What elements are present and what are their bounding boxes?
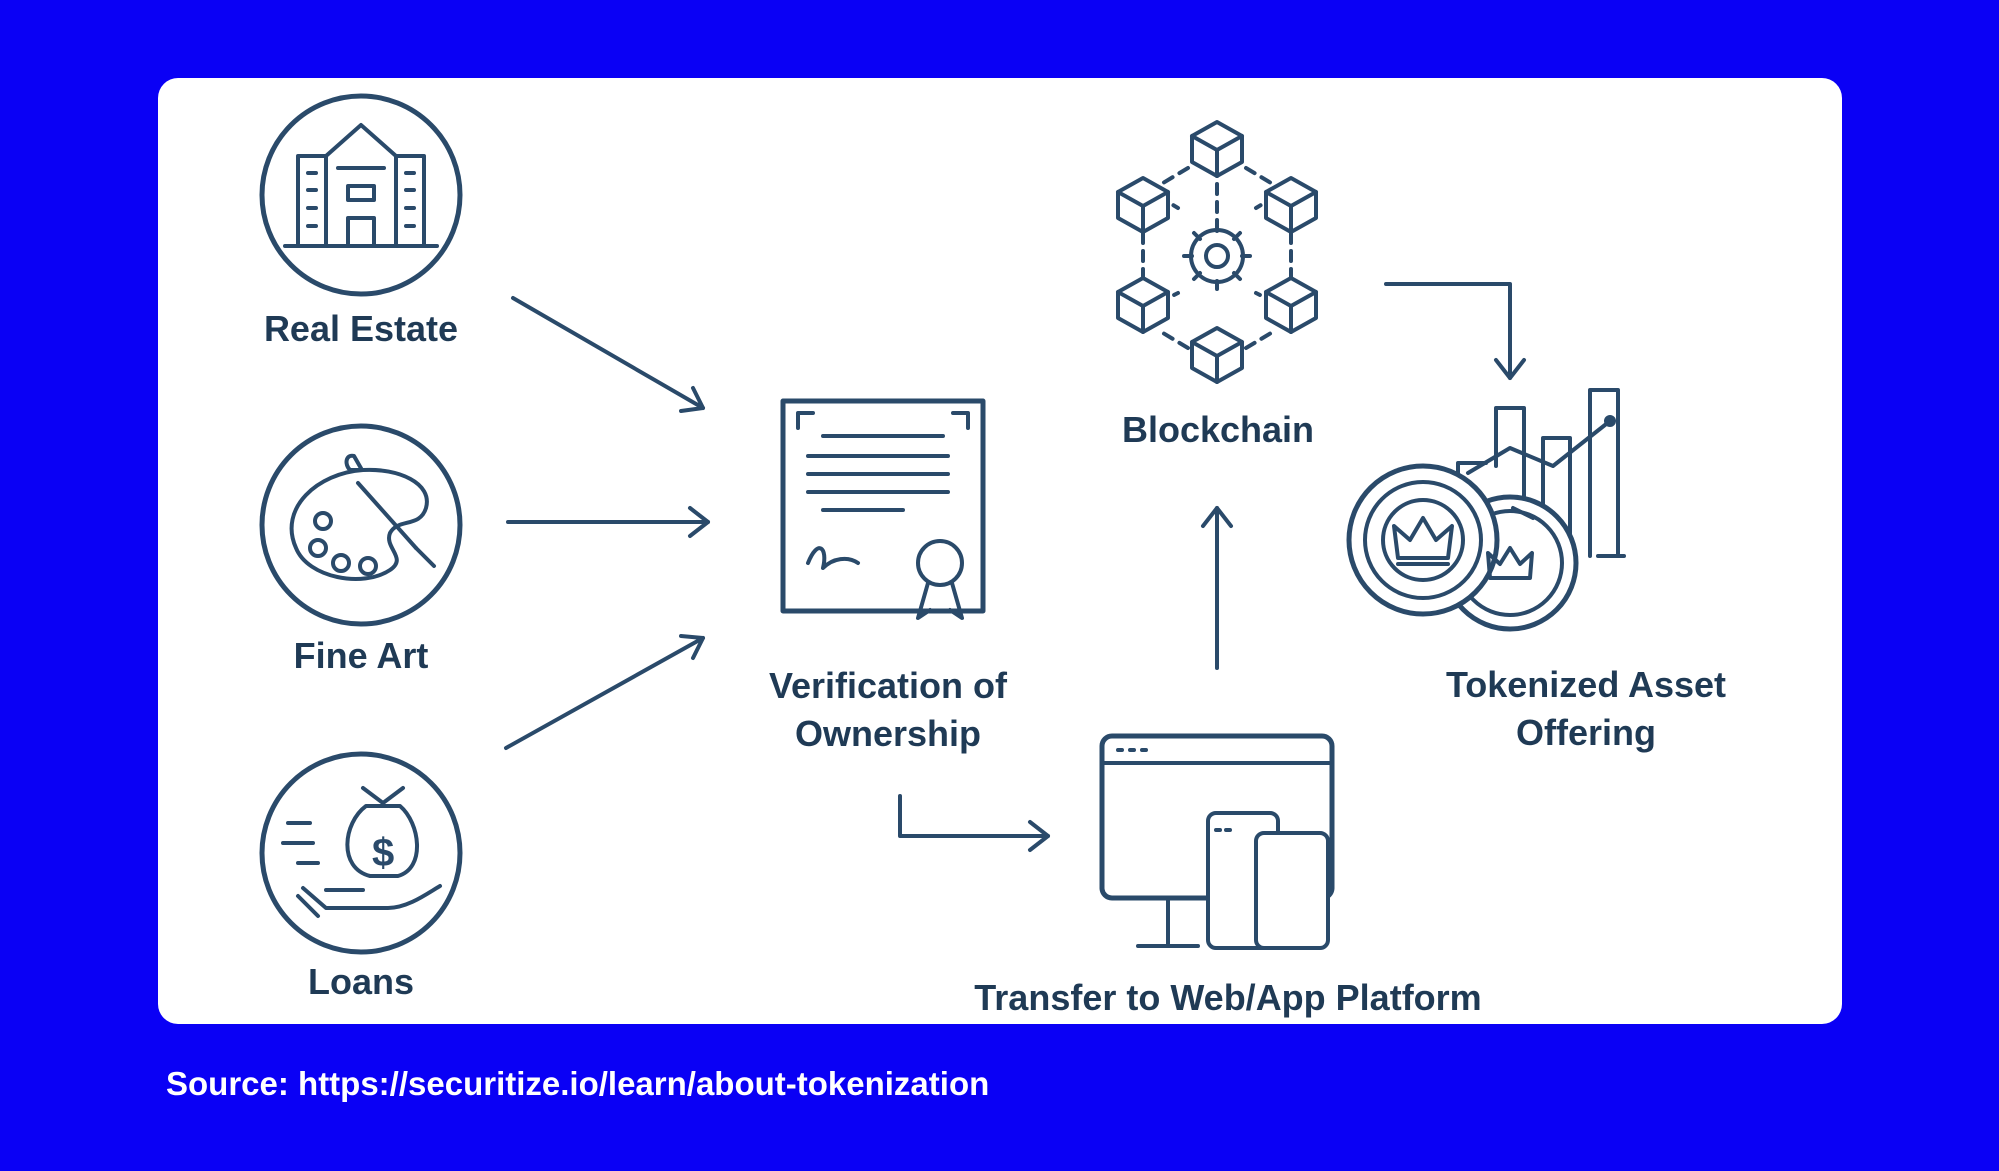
svg-text:$: $ bbox=[372, 831, 394, 875]
label-fine-art: Fine Art bbox=[293, 635, 429, 676]
label-verification-line1: Verification of bbox=[768, 665, 1008, 706]
arrow-to-blockchain bbox=[1201, 506, 1233, 670]
building-icon bbox=[259, 93, 463, 297]
palette-icon bbox=[259, 423, 463, 627]
label-tokenized: Tokenized Asset Offering bbox=[1426, 661, 1746, 757]
source-caption: Source: https://securitize.io/learn/abou… bbox=[166, 1065, 990, 1102]
money-bag-hand-icon: $ bbox=[259, 751, 463, 955]
label-blockchain: Blockchain bbox=[1121, 409, 1315, 450]
label-tokenized-line2: Offering bbox=[1516, 712, 1656, 753]
flow-diagram: $ bbox=[259, 93, 1626, 955]
certificate-icon bbox=[780, 398, 986, 620]
label-transfer: Transfer to Web/App Platform bbox=[974, 977, 1482, 1018]
label-tokenized-line1: Tokenized Asset bbox=[1445, 664, 1727, 705]
blockchain-network-icon bbox=[1116, 120, 1318, 384]
arrows-to-verification bbox=[504, 296, 710, 750]
arrow-to-tokenized bbox=[1384, 282, 1526, 380]
label-loans: Loans bbox=[307, 961, 414, 1002]
coins-chart-icon bbox=[1346, 388, 1626, 632]
label-verification-line2: Ownership bbox=[794, 713, 982, 754]
label-verification: Verification of Ownership bbox=[738, 662, 1038, 758]
diagram-card: $ bbox=[158, 78, 1842, 1024]
label-real-estate: Real Estate bbox=[263, 308, 459, 349]
arrow-to-transfer bbox=[898, 794, 1050, 852]
devices-icon bbox=[1099, 733, 1335, 950]
